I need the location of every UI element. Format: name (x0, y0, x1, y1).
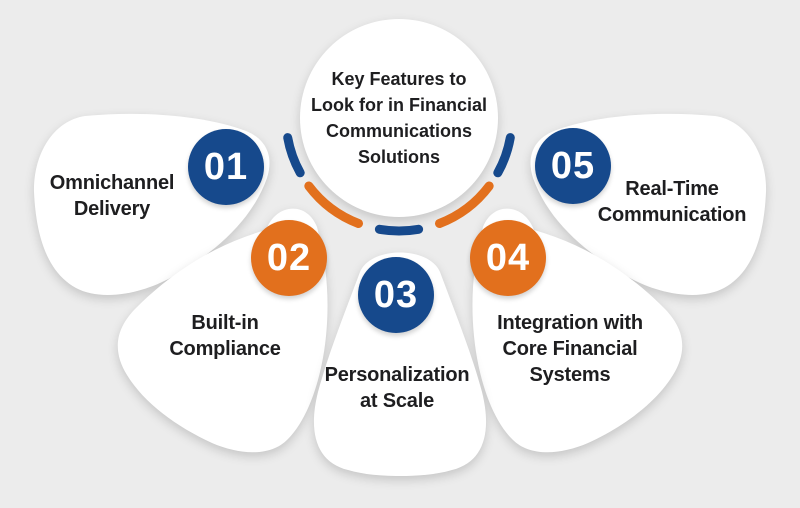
feature-2-label: Built-in Compliance (169, 312, 281, 360)
feature-1-number-badge: 01 (188, 129, 264, 205)
arc-dash-orange-left (304, 181, 363, 228)
arc-dash-blue-bottom (374, 224, 424, 236)
dashed-arc (283, 133, 515, 236)
arc-dash-blue-right (493, 133, 515, 178)
petal-3 (313, 252, 487, 476)
feature-4-label: Integration with Core Financial Systems (497, 312, 643, 386)
feature-5-number-badge: 05 (535, 128, 611, 204)
title-circle (300, 19, 498, 217)
feature-3-label: Personalization at Scale (324, 364, 470, 412)
center-title: Key Features to Look for in Financial Co… (310, 69, 487, 167)
feature-5-label: Real-Time Communication (597, 178, 747, 226)
arc-dash-orange-right (435, 181, 494, 228)
feature-2-number-badge: 02 (251, 220, 327, 296)
feature-3-number-badge: 03 (358, 257, 434, 333)
feature-1-label: Omnichannel Delivery (49, 172, 175, 220)
feature-4-number-badge: 04 (470, 220, 546, 296)
arc-dash-blue-left (283, 133, 305, 178)
